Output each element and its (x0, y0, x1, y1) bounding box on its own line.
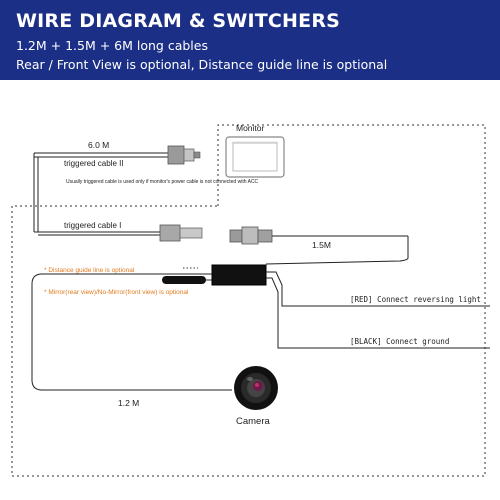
camera-label: Camera (236, 416, 271, 427)
power-wires (266, 271, 490, 349)
header-banner: WIRE DIAGRAM & SWITCHERS 1.2M + 1.5M + 6… (0, 0, 500, 80)
triggered-cable-2-label: triggered cable II (64, 159, 124, 168)
cable-1-2m-label: 1.2 M (118, 398, 139, 408)
camera-cable (31, 273, 232, 391)
cable-6m-label: 6.0 M (88, 140, 109, 150)
monitor-icon (225, 136, 285, 178)
red-wire-label: [RED] Connect reversing light (350, 295, 481, 304)
usage-note: Usually triggered cable is used only if … (66, 179, 259, 185)
triggered-cable-1-label: triggered cable I (64, 221, 121, 230)
page-title: WIRE DIAGRAM & SWITCHERS (16, 10, 341, 32)
cable-1-5m (265, 235, 409, 265)
distance-switch (162, 276, 206, 284)
wiring-diagram: Monitor 6.0 M triggered cable II Usually… (11, 123, 490, 477)
rca-connector-right (229, 226, 273, 245)
distance-note: * Distance guide line is optional (44, 267, 135, 274)
dotted-boundary (11, 124, 486, 477)
monitor-label: Monitor (236, 123, 265, 133)
black-wire-label: [BLACK] Connect ground (350, 337, 449, 346)
cable-lengths-text: 1.2M + 1.5M + 6M long cables (16, 38, 208, 53)
cable-6m (33, 152, 168, 236)
mirror-note: * Mirror(rear view)/No-Mirror(front view… (44, 289, 189, 296)
cable-1-5m-label: 1.5M (312, 240, 331, 250)
control-box (211, 264, 267, 286)
options-text: Rear / Front View is optional, Distance … (16, 57, 388, 72)
camera-icon (234, 366, 278, 410)
rca-connector-top (167, 145, 201, 165)
rca-connector-left (159, 224, 203, 242)
